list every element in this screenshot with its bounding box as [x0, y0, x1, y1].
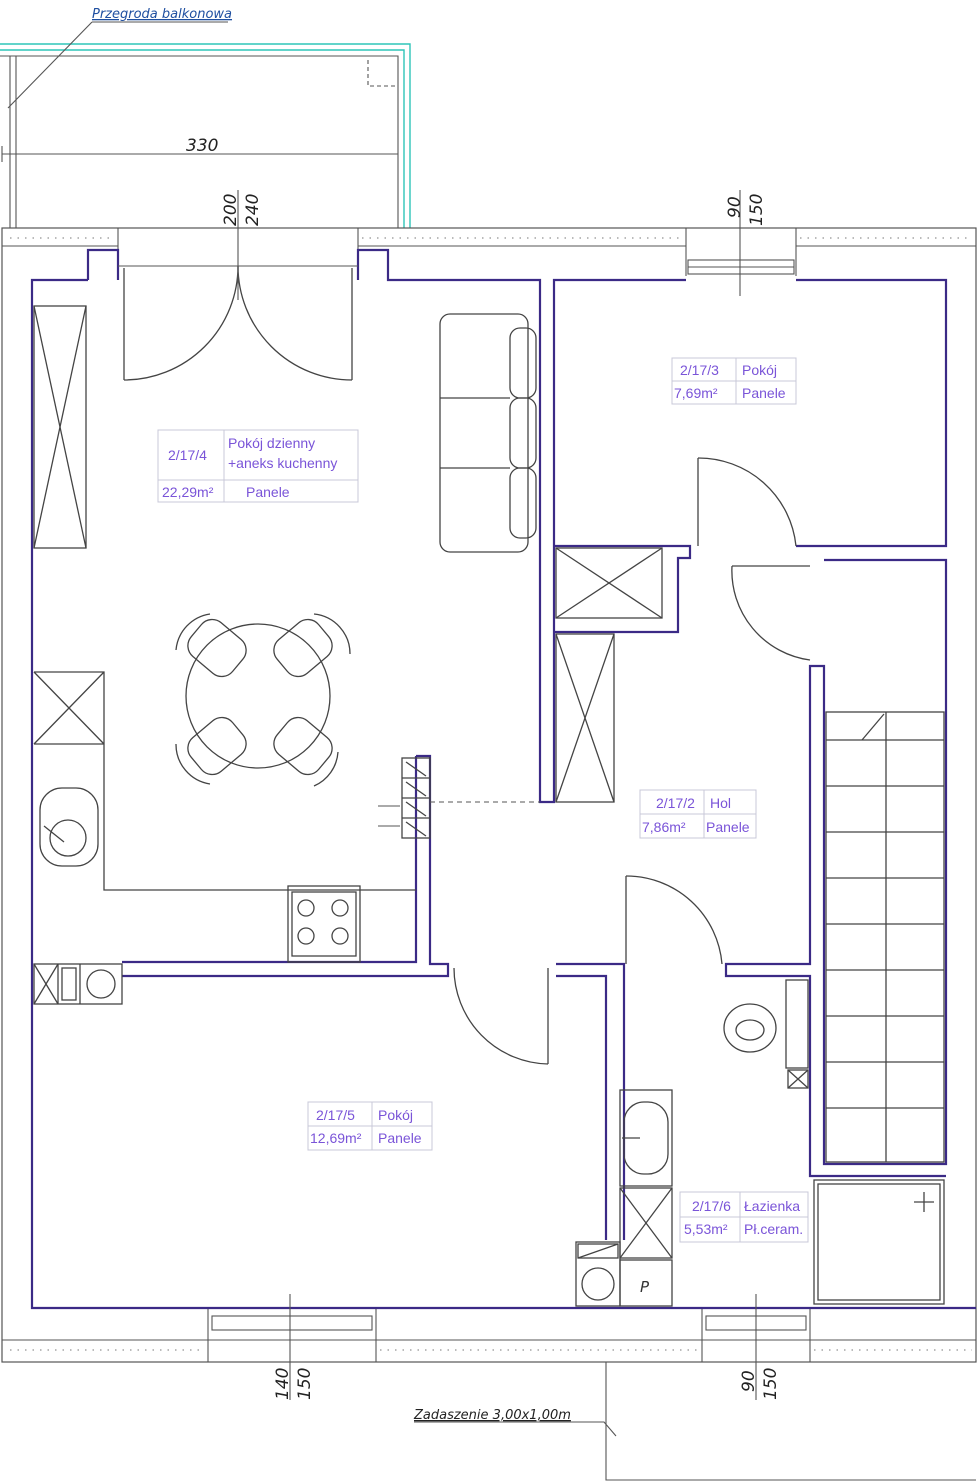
bathroom-cabinet [619, 1187, 673, 1259]
top-door-dimension-a: 200 [221, 194, 241, 226]
wardrobe-left [33, 305, 87, 549]
balcony [0, 43, 411, 228]
furnace-symbol: P [640, 1278, 650, 1296]
canopy [414, 1362, 976, 1481]
top-window-dimension-b: 150 [747, 194, 767, 226]
room-2-floor: Panele [706, 819, 750, 835]
staircase [825, 711, 945, 1163]
room-3-id: 2/17/3 [680, 362, 719, 378]
room5-door [453, 967, 549, 1065]
shower [813, 1179, 945, 1305]
hall-door [731, 565, 811, 661]
room-2-name: Hol [710, 795, 731, 811]
room-5-id: 2/17/5 [316, 1107, 355, 1123]
washing-machine [575, 1241, 621, 1307]
washbasin [619, 1089, 673, 1187]
balcony-partition-note: Przegroda balkonowa [92, 7, 232, 22]
bathroom-door [625, 875, 723, 965]
bedroom-door [697, 457, 797, 547]
room-living-name-1: Pokój dzienny [228, 435, 315, 451]
bottom-right-window-dimension-a: 90 [739, 1370, 759, 1392]
room-2-area: 7,86m² [642, 819, 686, 835]
bottom-right-window-dimension-b: 150 [761, 1368, 781, 1400]
bottom-left-window-dimension-a: 140 [273, 1368, 293, 1400]
room-3-area: 7,69m² [674, 385, 718, 401]
room-label-living: 2/17/4 Pokój dzienny +aneks kuchenny 22,… [157, 429, 359, 503]
kitchen-sink [39, 787, 99, 867]
room-2-id: 2/17/2 [656, 795, 695, 811]
room-living-floor: Panele [246, 484, 290, 500]
room-6-floor: Pł.ceram. [744, 1221, 803, 1237]
ventilation-shafts [378, 757, 540, 839]
room-3-name: Pokój [742, 362, 777, 378]
room-living-id: 2/17/4 [168, 447, 207, 463]
room-5-floor: Panele [378, 1130, 422, 1146]
room-label-bathroom: 2/17/6 Łazienka 5,53m² Pł.ceram. [679, 1191, 809, 1243]
room-label-bedroom-large: 2/17/5 Pokój 12,69m² Panele [307, 1101, 433, 1151]
kitchen-counter [33, 671, 416, 891]
interior-walls [30, 248, 976, 1310]
balcony-width-dimension: 330 [186, 136, 218, 156]
stove [287, 885, 361, 963]
room-label-bedroom-small: 2/17/3 Pokój 7,69m² Panele [671, 357, 797, 405]
room-6-area: 5,53m² [684, 1221, 728, 1237]
top-window-dimension-a: 90 [725, 196, 745, 218]
room-3-floor: Panele [742, 385, 786, 401]
bottom-left-window-dimension-b: 150 [295, 1368, 315, 1400]
room-5-name: Pokój [378, 1107, 413, 1123]
wardrobe-bedroom [555, 547, 663, 619]
room-6-id: 2/17/6 [692, 1198, 731, 1214]
dining-table [175, 613, 351, 787]
laundry-units [33, 963, 123, 1005]
furnace-box [619, 1259, 673, 1307]
room-label-hall: 2/17/2 Hol 7,86m² Panele [639, 789, 757, 839]
canopy-note: Zadaszenie 3,00x1,00m [413, 1408, 571, 1423]
sofa [439, 313, 537, 553]
dimension-lines [237, 190, 757, 1400]
outer-walls [1, 227, 977, 1363]
toilet [723, 979, 809, 1089]
balcony-partition-leader [7, 21, 228, 109]
room-6-name: Łazienka [744, 1198, 800, 1214]
top-door-dimension-b: 240 [243, 194, 263, 226]
room-5-area: 12,69m² [310, 1130, 362, 1146]
room-living-area: 22,29m² [162, 484, 214, 500]
room-living-name-2: +aneks kuchenny [228, 455, 337, 471]
wardrobe-hall [555, 633, 615, 803]
